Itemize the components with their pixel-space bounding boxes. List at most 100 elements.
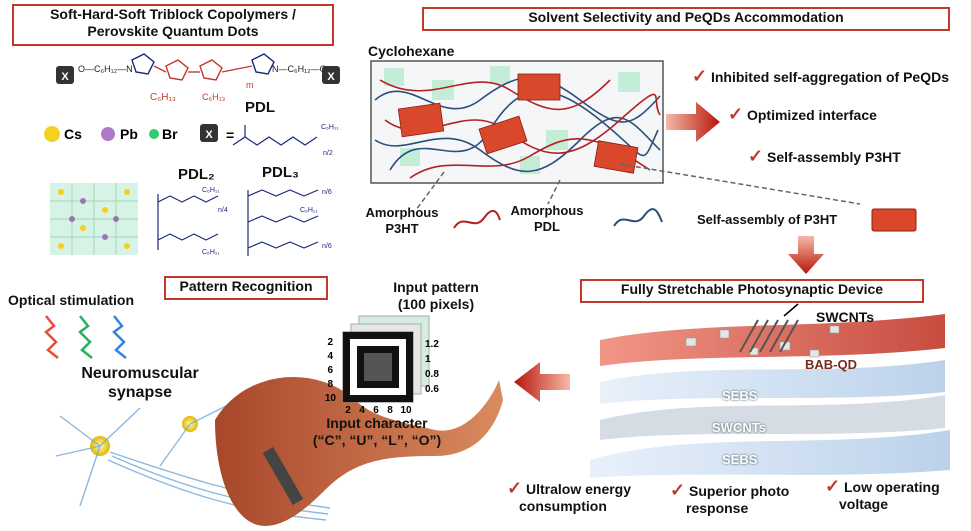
swcnt-bottom-layer bbox=[600, 395, 945, 440]
title-device: Fully Stretchable Photosynaptic Device bbox=[580, 279, 924, 303]
title-copolymers-line2: Perovskite Quantum Dots bbox=[87, 23, 259, 39]
synapse-line2: synapse bbox=[107, 384, 173, 401]
arrow-right-icon bbox=[666, 102, 720, 142]
x-legend-label: X bbox=[205, 129, 213, 141]
pdl2-c6h11-top: C₆H₁₁ bbox=[202, 187, 220, 194]
optical-label: Optical stimulation bbox=[8, 292, 135, 308]
light-pulse-red-icon bbox=[44, 315, 59, 359]
pdl2-label: PDL₂ bbox=[178, 166, 215, 183]
amorphous-pdl-line2: PDL bbox=[534, 219, 560, 234]
p3ht-wave-icon bbox=[453, 210, 501, 229]
benefit-1: ✓ Inhibited self-aggregation of PeQDs bbox=[692, 66, 949, 87]
benefit-2: ✓ Optimized interface bbox=[728, 104, 877, 125]
x-legend-box bbox=[200, 124, 218, 142]
sebs-label-1: SEBS bbox=[722, 388, 758, 403]
feature-3-line1: Low operating bbox=[843, 479, 940, 495]
arrow-down-icon bbox=[788, 236, 824, 274]
pdl2-n4-top: n/4 bbox=[218, 207, 228, 214]
pattern-x-axis: 2 4 6 8 10 bbox=[345, 405, 412, 416]
input-character-line1: Input character bbox=[326, 415, 428, 431]
cyclohexane-label: Cyclohexane bbox=[368, 43, 455, 59]
arm-illustration bbox=[215, 377, 503, 526]
pdl2-c6h11-bottom: C₆H₁₁ bbox=[202, 249, 220, 256]
feature-3: ✓ Low operating voltage bbox=[825, 476, 940, 513]
element-legend: Cs Pb Br X = bbox=[44, 124, 234, 143]
dashed-pointers bbox=[415, 163, 861, 211]
amorphous-p3ht-line2: P3HT bbox=[385, 221, 419, 236]
x-label-left: X bbox=[61, 71, 69, 83]
pdl3-structure: n/6 C₆H₁₁ n/6 bbox=[247, 189, 332, 256]
amorphous-pdl-line1: Amorphous bbox=[510, 203, 584, 218]
qd-particles bbox=[685, 325, 840, 358]
amorphous-p3ht-line1: Amorphous bbox=[365, 205, 439, 220]
feature-3-line2: voltage bbox=[839, 496, 889, 512]
linker-left: O—C₆H₁₂—N bbox=[78, 64, 133, 74]
benefit-1-text: Inhibited self-aggregation of PeQDs bbox=[710, 69, 950, 85]
x-tick-5: 10 bbox=[400, 405, 412, 416]
x-tick-1: 2 bbox=[345, 405, 351, 416]
pdl-label: PDL bbox=[245, 99, 275, 116]
pdl-n2: n/2 bbox=[323, 150, 333, 157]
input-pattern-label: Input pattern (100 pixels) bbox=[388, 279, 484, 313]
feature-1: ✓ Ultralow energy consumption bbox=[507, 479, 632, 515]
legend-br: Br bbox=[162, 126, 178, 142]
scale-tick-1: 1.2 bbox=[425, 339, 439, 350]
pdl3-n6-bottom: n/6 bbox=[322, 243, 332, 250]
arrow-left-icon bbox=[514, 362, 570, 402]
sebs-top-layer bbox=[600, 360, 945, 404]
bab-qd-layer bbox=[600, 314, 945, 366]
thiophene-2 bbox=[199, 59, 223, 81]
feature-2-line2: response bbox=[686, 500, 749, 516]
check-icon: ✓ bbox=[692, 66, 708, 86]
equals-sign: = bbox=[226, 127, 234, 143]
scale-tick-2: 1 bbox=[425, 354, 431, 365]
triblock-structure: X O—C₆H₁₂—N C₆H₁₃ C₆H₁₃ m N—C₆H₁₂—O X bbox=[56, 53, 340, 103]
y-tick-2: 4 bbox=[327, 351, 333, 362]
feature-1-line1: Ultralow energy bbox=[525, 481, 632, 497]
swcnt-electrodes bbox=[739, 319, 799, 353]
bab-qd-label: BAB-QD bbox=[805, 357, 857, 372]
light-pulse-green-icon bbox=[78, 315, 93, 359]
check-icon: ✓ bbox=[825, 476, 841, 496]
benefit-2-text: Optimized interface bbox=[746, 107, 877, 123]
thiophene-1 bbox=[165, 59, 189, 81]
input-pattern-line2: (100 pixels) bbox=[397, 296, 475, 312]
scale-tick-4: 0.6 bbox=[425, 384, 439, 395]
cs-atom-icon bbox=[44, 126, 60, 142]
x-tick-3: 6 bbox=[373, 405, 379, 416]
feature-2: ✓ Superior photo response bbox=[670, 480, 790, 517]
light-pulse-blue-icon bbox=[112, 315, 127, 359]
perovskite-lattice bbox=[50, 183, 138, 255]
self-assembly-label: Self-assembly of P3HT bbox=[697, 212, 838, 227]
qd-cubes bbox=[397, 73, 639, 174]
x-endgroup-left bbox=[56, 66, 74, 84]
legend-cs: Cs bbox=[64, 126, 82, 142]
check-icon: ✓ bbox=[728, 104, 744, 124]
feature-2-line1: Superior photo bbox=[688, 483, 790, 499]
pdl-c6h11: C₆H₁₁ bbox=[321, 124, 339, 131]
x-label-right: X bbox=[327, 71, 335, 83]
check-icon: ✓ bbox=[670, 480, 686, 500]
x-tick-2: 4 bbox=[359, 405, 365, 416]
title-solvent: Solvent Selectivity and PeQDs Accommodat… bbox=[422, 7, 950, 31]
wearable-device bbox=[262, 447, 304, 505]
linker-right: N—C₆H₁₂—O bbox=[272, 64, 327, 74]
pdl3-label: PDL₃ bbox=[262, 164, 299, 181]
check-icon: ✓ bbox=[748, 146, 764, 166]
sebs-bottom-layer bbox=[590, 430, 950, 478]
swcnts-pointer bbox=[783, 303, 799, 317]
title-copolymers-line1: Soft-Hard-Soft Triblock Copolymers / bbox=[50, 6, 296, 22]
synapse-line1: Neuromuscular bbox=[81, 365, 199, 382]
pdl2-structure: C₆H₁₁ n/4 C₆H₁₁ bbox=[157, 187, 228, 256]
title-pattern: Pattern Recognition bbox=[164, 276, 328, 300]
benefit-3-text: Self-assembly P3HT bbox=[766, 149, 901, 165]
x-endgroup-right bbox=[322, 66, 340, 84]
benefit-3: ✓ Self-assembly P3HT bbox=[748, 146, 901, 167]
triazole-left bbox=[131, 53, 155, 75]
x-tick-4: 8 bbox=[387, 405, 393, 416]
pdl3-c6h11: C₆H₁₁ bbox=[300, 207, 318, 214]
alkyl-2: C₆H₁₃ bbox=[202, 92, 226, 102]
pb-atom-icon bbox=[101, 127, 115, 141]
feature-1-line2: consumption bbox=[519, 498, 607, 514]
swcnts-label: SWCNTs bbox=[712, 420, 766, 435]
